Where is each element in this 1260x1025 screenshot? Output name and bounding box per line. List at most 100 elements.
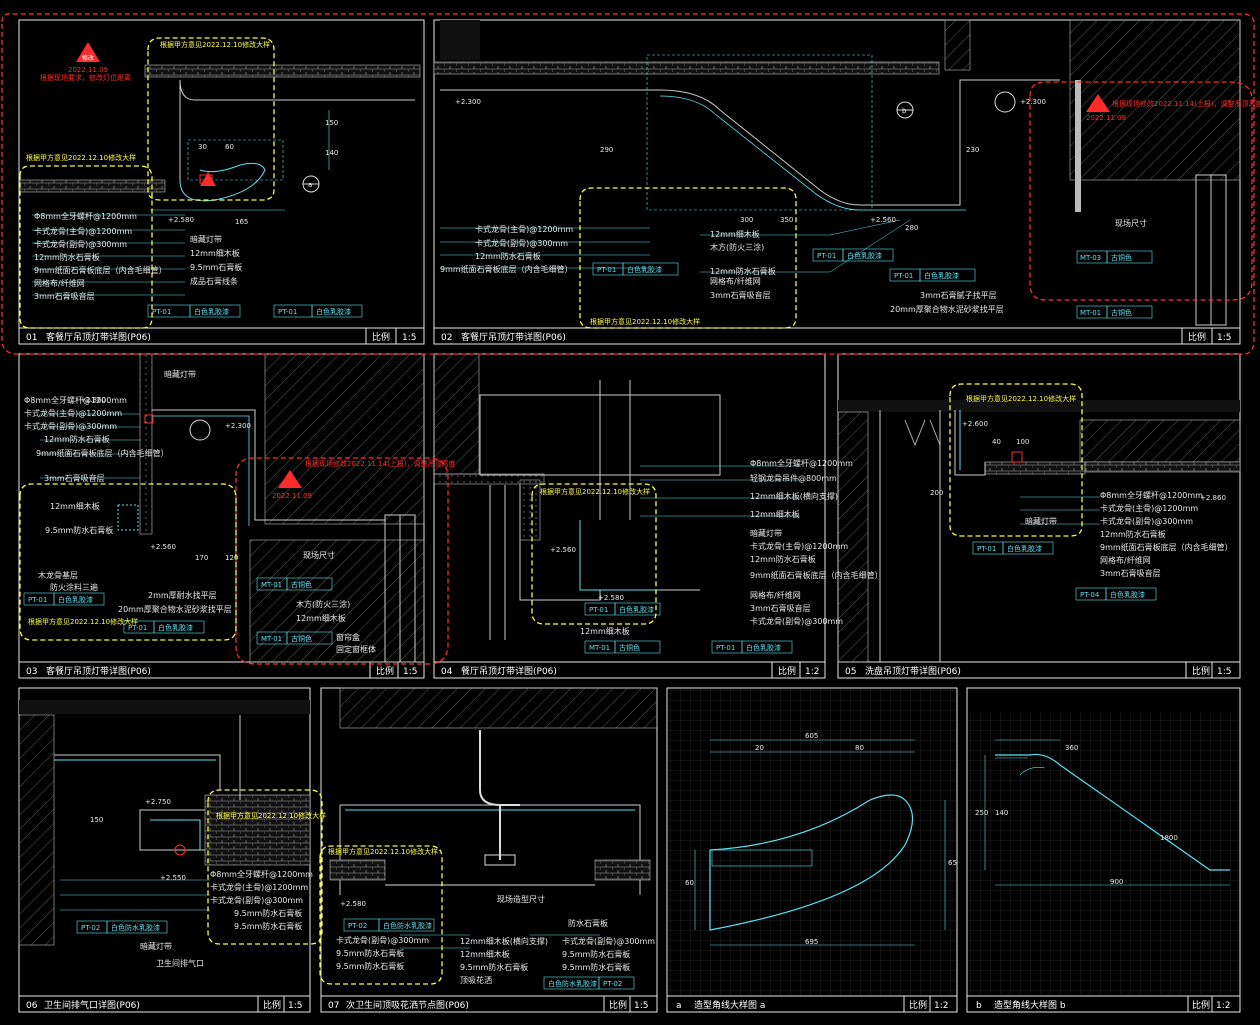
dim-text: 170: [195, 554, 208, 562]
callout: 9mm纸面石膏板底层（内含毛细管）: [440, 264, 573, 274]
dim-text: 100: [1016, 438, 1029, 446]
scale-label: 比例: [1188, 331, 1206, 343]
panel-02-drawing: [433, 19, 1241, 326]
callout: 轻钢龙骨吊件@800mm: [750, 473, 837, 483]
callout: 12mm防水石膏板: [750, 554, 816, 564]
callout: 12mm防水石膏板: [44, 434, 110, 444]
material-tag: 白色防水乳胶漆: [111, 923, 160, 932]
panel-04-drawing: [433, 353, 800, 654]
revision-note: 根据甲方意见2022.12.10修改大样: [216, 811, 326, 820]
material-tag: PT-01: [589, 606, 608, 614]
panel-number: 06: [26, 1001, 38, 1011]
material-tag: 白色乳胶漆: [619, 605, 654, 614]
callout: 暗藏灯带: [750, 528, 782, 538]
panel-title: 餐厅吊顶灯带详图(P06): [461, 665, 557, 677]
dim-text: 250: [975, 809, 988, 817]
panel-title: 洗盘吊顶灯带详图(P06): [865, 665, 961, 677]
callout: 3mm石膏吸音层: [34, 291, 95, 301]
revision-note: 根据甲方意见2022.12.10修改大样: [328, 847, 438, 856]
scale-label: 比例: [1192, 999, 1210, 1011]
callout: 12mm防水石膏板: [475, 251, 541, 261]
callout: 3mm石膏吸音层: [710, 290, 771, 300]
revision-text: 修改 2022.11.09 根据现场要求，修改灯位距离 根据现场修改2022.1…: [26, 40, 1260, 856]
revision-note: 根据甲方意见2022.12.10修改大样: [590, 317, 700, 326]
material-tag: 白色乳胶漆: [1110, 590, 1145, 599]
callout: 卡式龙骨(主骨)@1200mm: [1100, 503, 1198, 513]
material-tag: PT-01: [28, 596, 47, 604]
panel-number: a: [676, 1001, 682, 1011]
callout: 卫生间排气口: [156, 958, 204, 968]
material-tag: 白色乳胶漆: [627, 265, 662, 274]
callout: 12mm防水石膏板: [1100, 529, 1166, 539]
dim-text: 200: [930, 489, 943, 497]
callout: 9.5mm防水石膏板: [562, 949, 630, 959]
callout: 窗帘盒: [336, 632, 360, 642]
scale-value: 1:5: [402, 333, 416, 343]
material-tag: MT-01: [589, 644, 610, 652]
callout: 9mm纸面石膏板底层（内含毛细管）: [36, 448, 169, 458]
callout: 12mm防水石膏板: [34, 252, 100, 262]
callout: 顶吸花洒: [460, 975, 492, 985]
material-tag: 白色乳胶漆: [58, 595, 93, 604]
callout: 9.5mm石膏板: [190, 262, 242, 272]
material-tag: 白色防水乳胶漆: [383, 921, 432, 930]
panel-05-drawing: [837, 400, 1241, 663]
material-tag: 白色乳胶漆: [746, 643, 781, 652]
section-marker: a: [308, 181, 312, 189]
scale-value: 1:5: [634, 1001, 648, 1011]
callout: 9.5mm防水石膏板: [562, 962, 630, 972]
material-tag: PT-01: [817, 252, 836, 260]
warning-icon: [76, 42, 100, 62]
yellow-cloud-01b: [19, 165, 153, 329]
elevation: +2.580: [168, 216, 194, 224]
material-tag: PT-01: [894, 272, 913, 280]
material-tag: 白色乳胶漆: [924, 271, 959, 280]
scale-value: 1:2: [934, 1001, 948, 1011]
yellow-cloud-07: [319, 845, 443, 985]
revision-note: 根据现场修改2022.11.14(上报)，调整吊顶高度: [305, 459, 456, 468]
material-tag: PT-01: [597, 266, 616, 274]
panel-03-drawing: [23, 353, 425, 663]
elevation: +2.580: [598, 594, 624, 602]
panel-number: 02: [441, 333, 452, 343]
elevation: +2.560: [150, 543, 176, 551]
warning-icon: [200, 172, 216, 186]
panel-06-text: Φ8mm全牙螺杆@1200mm 卡式龙骨(主骨)@1200mm 卡式龙骨(副骨)…: [81, 798, 313, 968]
dim-text: 60: [685, 879, 694, 887]
panel-title: 客餐厅吊顶灯带详图(P06): [46, 331, 151, 343]
panel-b-drawing: [968, 712, 1239, 994]
panel-number: 03: [26, 667, 37, 677]
dim-text: 20: [755, 744, 764, 752]
scale-label: 比例: [263, 999, 281, 1011]
scale-value: 1:5: [1217, 333, 1231, 343]
callout: 12mm细木板: [190, 248, 240, 258]
panel-number: 04: [441, 667, 453, 677]
panel-07-drawing: [329, 687, 658, 990]
callout: 20mm厚聚合物水泥砂浆找平层: [890, 304, 1004, 314]
elevation: +2.550: [160, 874, 186, 882]
title-bars: [19, 327, 1240, 1012]
callout: Φ8mm全牙螺杆@1200mm: [34, 211, 137, 221]
callout: Φ8mm全牙螺杆@1200mm: [1100, 490, 1203, 500]
panel-02-text: 卡式龙骨(主骨)@1200mm 卡式龙骨(副骨)@300mm 12mm防水石膏板…: [440, 98, 1147, 317]
callout: 暗藏灯带: [164, 369, 196, 379]
callout: 现场尺寸: [303, 550, 335, 560]
material-tag: MT-01: [261, 581, 282, 589]
callout: 卡式龙骨(主骨)@1200mm: [210, 882, 308, 892]
elevation: +2.560: [870, 216, 896, 224]
revision-note: 根据现场修改2022.11.14(上报)，调整吊顶高度: [1112, 99, 1260, 108]
scale-label: 比例: [372, 331, 390, 343]
material-tag: 白色乳胶漆: [316, 307, 351, 316]
callout: 3mm石膏腻子找平层: [920, 290, 997, 300]
dim-text: 360: [1065, 744, 1078, 752]
red-cloud-top: [1, 13, 1255, 355]
callout: 网格布/纤维网: [750, 590, 801, 600]
revision-date: 2022.11.09: [272, 492, 312, 500]
dim-text: 30: [198, 143, 207, 151]
material-tag: PT-02: [81, 924, 100, 932]
callout: 卡式龙骨(主骨)@1200mm: [750, 541, 848, 551]
callout: 卡式龙骨(主骨)@1200mm: [475, 224, 573, 234]
callout: 3mm石膏吸音层: [44, 473, 105, 483]
callout: 9.5mm防水石膏板: [336, 961, 404, 971]
